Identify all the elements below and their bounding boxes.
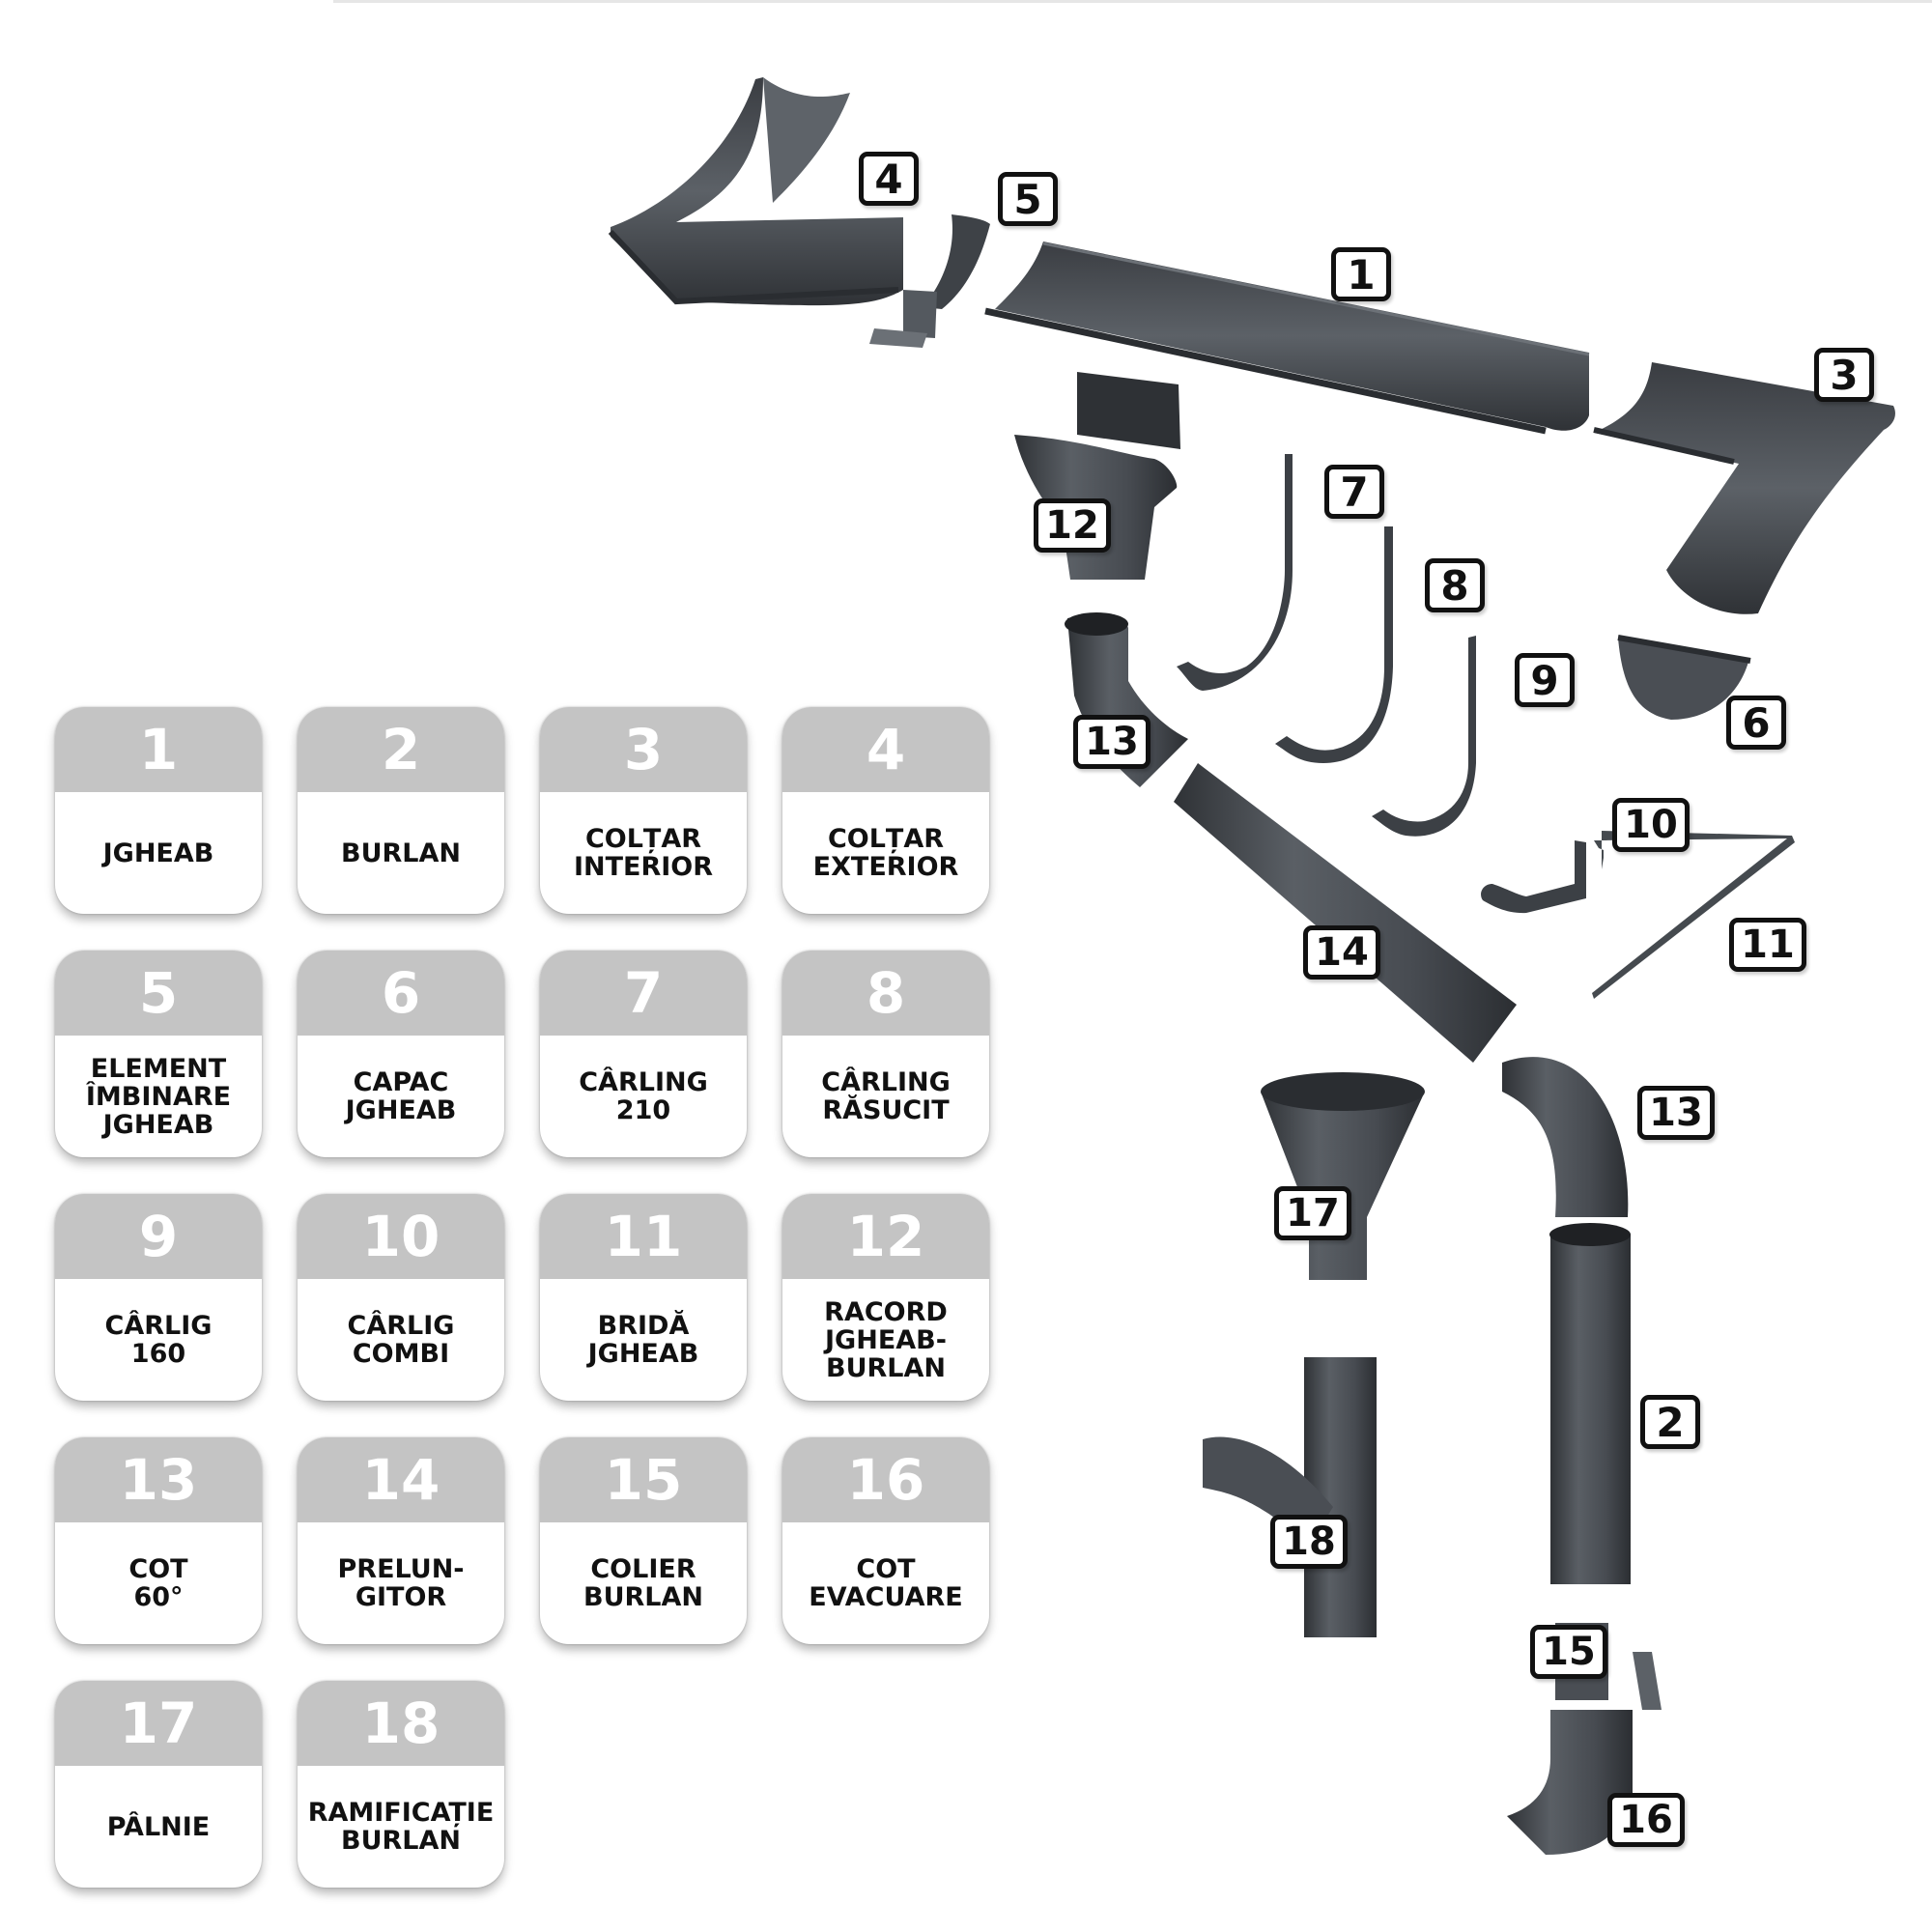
tag-17: 17 xyxy=(1274,1186,1351,1240)
drain-elbow-part xyxy=(1507,1710,1633,1855)
legend-number: 16 xyxy=(782,1437,989,1522)
legend-label: COT 60° xyxy=(128,1554,188,1612)
combi-hook-part xyxy=(1481,840,1586,914)
legend-label: CÂRLIG 160 xyxy=(104,1311,213,1369)
legend-number: 1 xyxy=(55,707,262,792)
legend-number: 18 xyxy=(298,1681,504,1766)
legend-label: PRELUN- GITOR xyxy=(337,1554,465,1612)
legend-label: ELEMENT ÎMBINARE JGHEAB xyxy=(85,1053,232,1140)
tag-1: 1 xyxy=(1331,247,1391,301)
tag-15: 15 xyxy=(1530,1625,1607,1679)
legend-number: 12 xyxy=(782,1194,989,1279)
legend-number: 2 xyxy=(298,707,504,792)
legend-label: COT EVACUARE xyxy=(809,1554,963,1612)
legend-label: COLIER BURLAN xyxy=(583,1554,703,1612)
legend-number: 17 xyxy=(55,1681,262,1766)
gutter-bracket-part xyxy=(1592,831,1795,999)
legend-card-16: 16 COT EVACUARE xyxy=(782,1437,989,1644)
legend-label: RAMIFICAȚIE BURLAN xyxy=(307,1798,495,1856)
legend-number: 3 xyxy=(540,707,747,792)
legend-card-8: 8 CÂRLING RĂSUCIT xyxy=(782,951,989,1157)
legend-label: CÂRLING 210 xyxy=(579,1067,708,1125)
elbow-60-part xyxy=(1065,612,1188,787)
legend-label: RACORD JGHEAB- BURLAN xyxy=(824,1296,948,1383)
tag-12: 12 xyxy=(1034,498,1111,553)
tag-2: 2 xyxy=(1640,1395,1700,1449)
elbow-60-lower-part xyxy=(1502,1057,1629,1217)
tag-6: 6 xyxy=(1726,696,1786,750)
twisted-hook-part xyxy=(1275,526,1393,763)
legend-card-17: 17 PÂLNIE xyxy=(55,1681,262,1888)
legend-card-13: 13 COT 60° xyxy=(55,1437,262,1644)
legend-number: 15 xyxy=(540,1437,747,1522)
tag-5: 5 xyxy=(998,172,1058,226)
downpipe-part xyxy=(1549,1223,1631,1584)
legend-number: 8 xyxy=(782,951,989,1036)
legend-card-11: 11 BRIDĂ JGHEAB xyxy=(540,1194,747,1401)
inner-corner-part xyxy=(1593,362,1895,614)
legend-card-18: 18 RAMIFICAȚIE BURLAN xyxy=(298,1681,504,1888)
tag-16: 16 xyxy=(1607,1793,1685,1847)
outer-corner-part xyxy=(608,77,903,306)
legend-label: COLȚAR INTERIOR xyxy=(573,824,714,882)
legend-number: 4 xyxy=(782,707,989,792)
legend-number: 9 xyxy=(55,1194,262,1279)
legend-card-10: 10 CÂRLIG COMBI xyxy=(298,1194,504,1401)
joint-element-part xyxy=(869,214,990,348)
legend-number: 7 xyxy=(540,951,747,1036)
legend-label: CÂRLING RĂSUCIT xyxy=(821,1067,951,1125)
legend-card-9: 9 CÂRLIG 160 xyxy=(55,1194,262,1401)
tag-13: 13 xyxy=(1073,715,1151,769)
legend-card-2: 2 BURLAN xyxy=(298,707,504,914)
tag-11: 11 xyxy=(1729,918,1806,972)
legend-card-1: 1 JGHEAB xyxy=(55,707,262,914)
downpipe-branch-part xyxy=(1203,1357,1377,1637)
tag-8: 8 xyxy=(1425,558,1485,612)
legend-card-12: 12 RACORD JGHEAB- BURLAN xyxy=(782,1194,989,1401)
top-divider xyxy=(333,0,1932,3)
tag-7: 7 xyxy=(1324,465,1384,519)
tag-13b: 13 xyxy=(1637,1086,1715,1140)
extension-pipe-part xyxy=(1174,763,1517,1063)
legend-number: 14 xyxy=(298,1437,504,1522)
legend-label: COLȚAR EXTERIOR xyxy=(812,824,959,882)
legend-card-15: 15 COLIER BURLAN xyxy=(540,1437,747,1644)
funnel-part xyxy=(1261,1072,1425,1280)
gutter-part xyxy=(984,242,1590,435)
legend-number: 10 xyxy=(298,1194,504,1279)
tag-4: 4 xyxy=(859,152,919,206)
tag-18: 18 xyxy=(1270,1515,1348,1569)
legend-card-7: 7 CÂRLING 210 xyxy=(540,951,747,1157)
hook-210-part xyxy=(1177,454,1293,691)
legend-number: 11 xyxy=(540,1194,747,1279)
legend-label: BRIDĂ JGHEAB xyxy=(587,1311,699,1369)
legend-label: PÂLNIE xyxy=(106,1811,211,1842)
tag-9: 9 xyxy=(1515,653,1575,707)
legend-number: 5 xyxy=(55,951,262,1036)
tag-3: 3 xyxy=(1814,348,1874,402)
legend-card-5: 5 ELEMENT ÎMBINARE JGHEAB xyxy=(55,951,262,1157)
hook-160-part xyxy=(1372,636,1476,837)
legend-label: JGHEAB xyxy=(102,838,214,868)
legend-card-14: 14 PRELUN- GITOR xyxy=(298,1437,504,1644)
legend-card-6: 6 CAPAC JGHEAB xyxy=(298,951,504,1157)
tag-14: 14 xyxy=(1303,925,1380,980)
tag-10: 10 xyxy=(1612,798,1690,852)
legend-card-3: 3 COLȚAR INTERIOR xyxy=(540,707,747,914)
legend-label: BURLAN xyxy=(341,838,461,868)
legend-number: 13 xyxy=(55,1437,262,1522)
legend-label: CAPAC JGHEAB xyxy=(345,1067,457,1125)
gutter-cap-part xyxy=(1617,635,1751,720)
legend-card-4: 4 COLȚAR EXTERIOR xyxy=(782,707,989,914)
legend-number: 6 xyxy=(298,951,504,1036)
legend-label: CÂRLIG COMBI xyxy=(347,1311,455,1369)
